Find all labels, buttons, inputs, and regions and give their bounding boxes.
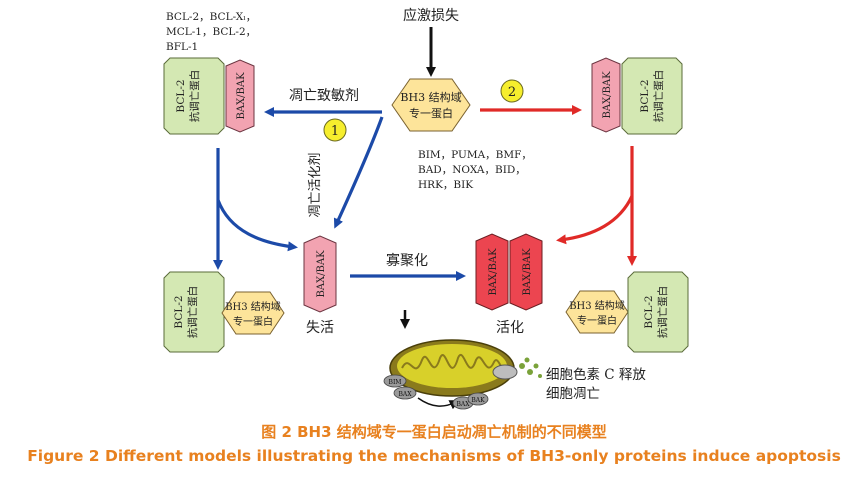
bh3-label: BH3 结构域 (400, 90, 461, 104)
mitochondrion (389, 339, 542, 397)
complex-bcl2-baxbak-left: BCL-2 抗调亡蛋白 BAX/BAK (163, 57, 255, 135)
mito-bim-protein: BIM (383, 374, 407, 388)
mito-bax-bak-pair: BAX BAK (452, 392, 489, 410)
svg-text:BAX: BAX (456, 401, 470, 408)
bcl2-family-line: BCL-2，BCL-Xₗ， (166, 11, 256, 23)
bcl2-sub-label: 抗调亡蛋白 (652, 70, 665, 123)
bh3-protein-list: BIM，PUMA，BMF， BAD，NOXA，BID， HRK，BIK (418, 149, 532, 191)
step-1-badge: 1 (323, 118, 347, 142)
mito-bax-protein: BAX (393, 386, 417, 400)
baxbak-block (303, 235, 337, 313)
baxbak-label: BAX/BAK (488, 248, 499, 296)
bh3-list-line: BAD，NOXA，BID， (418, 164, 526, 176)
bcl2-antiapoptotic-block (627, 271, 689, 353)
oligomerization-label: 寡聚化 (386, 252, 428, 269)
bcl2-antiapoptotic-block (163, 271, 225, 353)
bh3-label: BH3 结构域 (569, 299, 625, 312)
baxbak-block (475, 233, 509, 311)
baxbak-block (509, 233, 543, 311)
baxbak-label: BAX/BAK (236, 72, 247, 120)
cytochrome-c-dot (533, 363, 539, 369)
cytochrome-c-release-label: 细胞色素 C 释放 (546, 366, 646, 383)
baxbak-label: BAX/BAK (316, 250, 327, 298)
svg-text:BIM: BIM (389, 379, 402, 386)
bh3-list-line: BIM，PUMA，BMF， (418, 149, 532, 161)
step-2-badge: 2 (500, 79, 524, 103)
bcl2-family-list: BCL-2，BCL-Xₗ， MCL-1，BCL-2， BFL-1 (166, 11, 256, 53)
translocation-arrow (417, 397, 460, 410)
baxbak-inactive: BAX/BAK 失活 (303, 235, 337, 336)
sensitizer-label: 凋亡致敏剂 (289, 88, 359, 104)
activator-arrow (333, 116, 384, 229)
bh3-sub-label: 专一蛋白 (409, 106, 453, 120)
cytochrome-c-dot (538, 374, 542, 378)
bh3-hexagon (221, 291, 285, 335)
right-to-active-arrow (556, 195, 634, 245)
bh3-label: BH3 结构域 (225, 300, 281, 313)
bh3-only-protein-center: BH3 结构域 专一蛋白 (391, 78, 471, 132)
bh3-sub-label: 专一蛋白 (577, 314, 617, 327)
svg-text:2: 2 (508, 85, 516, 100)
svg-text:1: 1 (331, 124, 339, 139)
bcl2-label: BCL-2 (175, 79, 187, 112)
baxbak-block (591, 57, 621, 133)
caption-english: Figure 2 Different models illustrating t… (27, 447, 841, 465)
bcl2-sub-label: 抗调亡蛋白 (188, 70, 201, 123)
activator-label: 凋亡活化剂 (308, 152, 323, 217)
cytochrome-c-dot (524, 357, 530, 363)
bh3-hexagon (391, 78, 471, 132)
bcl2-label: BCL-2 (643, 295, 655, 328)
caption-chinese: 图 2 BH3 结构域专一蛋白启动凋亡机制的不同模型 (261, 423, 607, 441)
left-to-inactive-arrow (216, 199, 298, 252)
baxbak-label: BAX/BAK (522, 248, 533, 296)
inactive-label: 失活 (306, 320, 334, 336)
membrane-pore (492, 364, 518, 380)
baxbak-active-oligomer: BAX/BAK BAX/BAK 活化 (475, 233, 543, 336)
svg-text:BAK: BAK (471, 397, 485, 404)
cytochrome-c-dot (519, 363, 525, 369)
complex-bh3-bcl2-right: BH3 结构域 专一蛋白 BCL-2 抗调亡蛋白 (565, 271, 689, 353)
bcl2-antiapoptotic-block (163, 57, 225, 135)
bcl2-antiapoptotic-block (621, 57, 683, 135)
apoptosis-label: 细胞凋亡 (546, 386, 600, 402)
baxbak-label: BAX/BAK (602, 71, 613, 119)
svg-text:BAX: BAX (398, 391, 412, 398)
active-label: 活化 (496, 320, 524, 336)
bcl2-family-line: BFL-1 (166, 41, 198, 53)
bh3-sub-label: 专一蛋白 (233, 315, 273, 328)
bh3-list-line: HRK，BIK (418, 179, 473, 191)
bcl2-label: BCL-2 (639, 79, 651, 112)
bcl2-sub-label: 抗调亡蛋白 (186, 286, 199, 339)
cytochrome-c-dot (527, 369, 533, 375)
bcl2-sub-label: 抗调亡蛋白 (656, 286, 669, 339)
complex-baxbak-bcl2-right: BAX/BAK BCL-2 抗调亡蛋白 (591, 57, 683, 135)
stress-signal-label: 应激损失 (403, 7, 459, 24)
baxbak-block (225, 59, 255, 133)
bcl2-label: BCL-2 (173, 295, 185, 328)
bcl2-family-line: MCL-1，BCL-2， (166, 26, 256, 38)
complex-bcl2-bh3-left: BCL-2 抗调亡蛋白 BH3 结构域 专一蛋白 (163, 271, 285, 353)
